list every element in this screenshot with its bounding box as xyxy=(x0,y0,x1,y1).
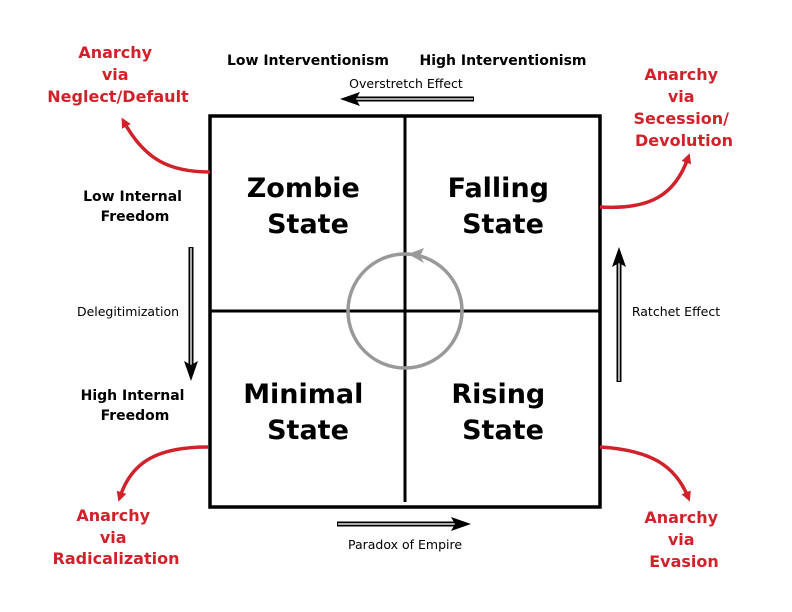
anarchy-secession-label: Anarchy via Secession/ Devolution xyxy=(633,65,734,150)
radicalization-arrow-icon xyxy=(116,445,209,502)
falling-state-label: Falling State xyxy=(448,173,559,240)
delegitimization-label: Delegitimization xyxy=(77,304,179,319)
overstretch-label: Overstretch Effect xyxy=(349,76,463,91)
low-interventionism-label: Low Interventionism xyxy=(227,53,389,69)
low-freedom-label: Low Internal Freedom xyxy=(83,189,187,225)
high-interventionism-label: High Interventionism xyxy=(419,53,586,69)
anarchy-radicalization-label: Anarchy via Radicalization xyxy=(53,506,180,568)
paradox-label: Paradox of Empire xyxy=(348,537,462,552)
rising-state-label: Rising State xyxy=(451,379,554,446)
anarchy-neglect-label: Anarchy via Neglect/Default xyxy=(47,43,189,106)
anarchy-evasion-label: Anarchy via Evasion xyxy=(644,508,723,571)
high-freedom-label: High Internal Freedom xyxy=(81,388,190,424)
paradox-arrow-icon xyxy=(337,517,471,531)
overstretch-arrow-icon xyxy=(340,92,474,106)
ratchet-arrow-icon xyxy=(612,247,626,382)
cycle-arrowhead-icon xyxy=(408,248,424,263)
cycle-circle xyxy=(346,252,464,370)
minimal-state-label: Minimal State xyxy=(243,379,373,446)
neglect-arrow-icon xyxy=(121,117,211,174)
ratchet-label: Ratchet Effect xyxy=(632,304,720,319)
zombie-state-label: Zombie State xyxy=(247,173,370,240)
evasion-arrow-icon xyxy=(599,445,691,502)
delegitimization-arrow-icon xyxy=(184,247,198,381)
secession-arrow-icon xyxy=(599,153,692,210)
